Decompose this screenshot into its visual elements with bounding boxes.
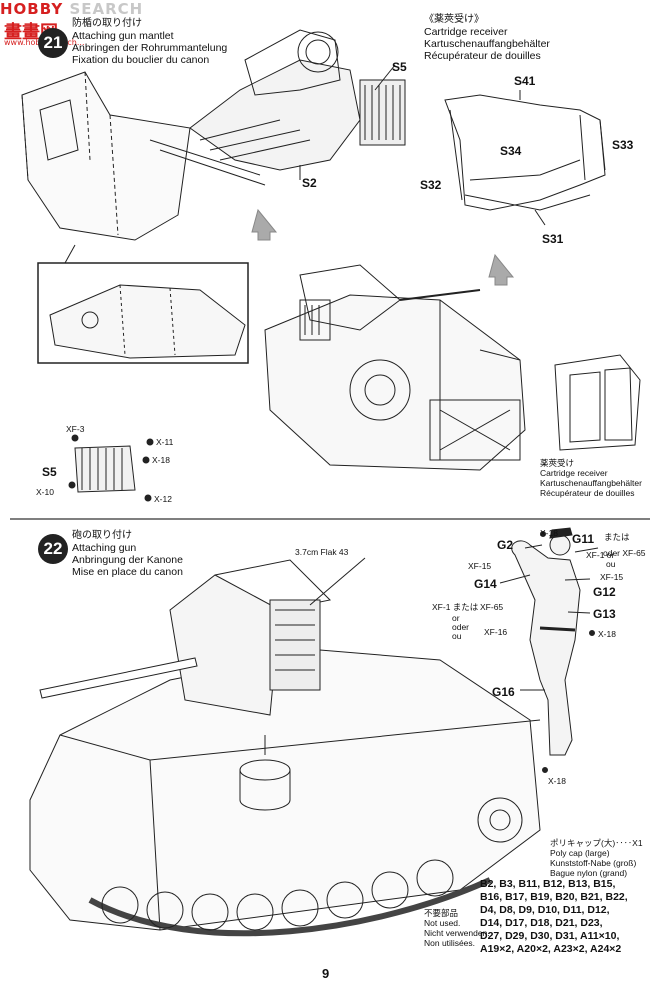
fig-xf1-left: XF-1 または [432, 602, 479, 612]
not-used-fr: Non utilisées. [424, 938, 476, 948]
not-used-heading: 不要部品 Not used. Nicht verwenden. Non util… [424, 908, 490, 948]
fig-xf15-left: XF-15 [468, 561, 492, 571]
fig-g2: G2 [497, 538, 514, 552]
fig-x18-mid: X-18 [598, 629, 616, 639]
receiver-note-de: Kartuschenauffangbehälter [540, 478, 642, 488]
polycap-jp: ポリキャップ(大)‥‥X1 [550, 838, 643, 848]
flak-label: 3.7cm Flak 43 [295, 547, 349, 557]
not-used-en: Not used. [424, 918, 461, 928]
fig-xf15-right: XF-15 [600, 572, 624, 582]
fig-or-fr: ou [606, 559, 616, 569]
fig-x18-bottom: X-18 [548, 776, 566, 786]
part-s41-label: S41 [514, 74, 536, 88]
not-used-line: D4, D8, D9, D10, D11, D12, [480, 904, 610, 916]
receiver-title-jp: 《薬莢受け》 [424, 14, 484, 25]
part-s32-label: S32 [420, 178, 442, 192]
fig-xf1-right: XF-1 or [586, 550, 615, 560]
not-used-parts-list: B2, B3, B11, B12, B13, B15, B16, B17, B1… [480, 878, 628, 956]
fig-g14: G14 [474, 577, 497, 591]
part-s5-label: S5 [392, 60, 407, 74]
part-s31-label: S31 [542, 232, 564, 246]
not-used-line: D27, D29, D30, D31, A11×10, [480, 930, 620, 942]
step-21-title: 防楯の取り付け Attaching gun mantlet Anbringen … [72, 18, 227, 66]
receiver-title: 《薬莢受け》 Cartridge receiver Kartuschenauff… [424, 14, 550, 62]
paint-xf3-label: XF-3 [66, 424, 85, 434]
paint-x11-label: X-11 [156, 437, 174, 447]
fig-x18-top: X-18 [540, 528, 558, 538]
fig-xf65-left: XF-65 [480, 602, 504, 612]
part-s2-label: S2 [302, 176, 317, 190]
polycap-note: ポリキャップ(大)‥‥X1 Poly cap (large) Kunststof… [550, 838, 643, 878]
step-21-title-fr: Fixation du bouclier du canon [72, 54, 210, 66]
step-21-title-en: Attaching gun mantlet [72, 30, 174, 42]
step-21-title-jp: 防楯の取り付け [72, 18, 142, 29]
receiver-note-en: Cartridge receiver [540, 468, 608, 478]
not-used-line: A19×2, A20×2, A23×2, A24×2 [480, 943, 622, 955]
polycap-en: Poly cap (large) [550, 848, 610, 858]
receiver-note-jp: 薬莢受け [540, 458, 575, 468]
receiver-title-fr: Récupérateur de douilles [424, 50, 541, 62]
not-used-line: B16, B17, B19, B20, B21, B22, [480, 891, 628, 903]
fig-g16: G16 [492, 685, 515, 699]
not-used-line: D14, D17, D18, D21, D23, [480, 917, 603, 929]
not-used-line: B2, B3, B11, B12, B13, B15, [480, 878, 616, 890]
part-s33-label: S33 [612, 138, 634, 152]
page-number: 9 [322, 966, 330, 981]
step-22-number: 22 [38, 534, 68, 564]
receiver-note: 薬莢受け Cartridge receiver Kartuschenauffan… [540, 458, 642, 498]
step-22-title-jp: 砲の取り付け [72, 530, 132, 541]
fig-or-de: oder XF-65 [603, 548, 646, 558]
fig-g12: G12 [593, 585, 616, 599]
paint-x18-label: X-18 [152, 455, 170, 465]
polycap-de: Kunststoff-Nabe (groß) [550, 858, 637, 868]
step-21-title-de: Anbringen der Rohrummantelung [72, 42, 228, 54]
receiver-note-fr: Récupérateur de douilles [540, 488, 635, 498]
step-21-number: 21 [38, 28, 68, 58]
not-used-jp: 不要部品 [424, 908, 459, 918]
part-s34-label: S34 [500, 144, 522, 158]
step-22-title-de: Anbringung der Kanone [72, 554, 183, 566]
paint-x10-label: X-10 [36, 487, 54, 497]
watermark-hobbysearch: HOBBY SEARCH [0, 0, 144, 18]
part-s5-color-label: S5 [42, 465, 57, 479]
fig-g13: G13 [593, 607, 616, 621]
fig-or-group1: または [604, 532, 630, 542]
step-22-title: 砲の取り付け Attaching gun Anbringung der Kano… [72, 530, 183, 578]
receiver-title-de: Kartuschenauffangbehälter [424, 38, 550, 50]
not-used-de: Nicht verwenden. [424, 928, 490, 938]
paint-x12-label: X-12 [154, 494, 172, 504]
polycap-fr: Bague nylon (grand) [550, 868, 628, 878]
fig-g11: G11 [572, 532, 595, 546]
step-22-title-en: Attaching gun [72, 542, 137, 554]
fig-xf16: XF-16 [484, 627, 508, 637]
receiver-title-en: Cartridge receiver [424, 26, 508, 38]
step-22-title-fr: Mise en place du canon [72, 566, 183, 578]
